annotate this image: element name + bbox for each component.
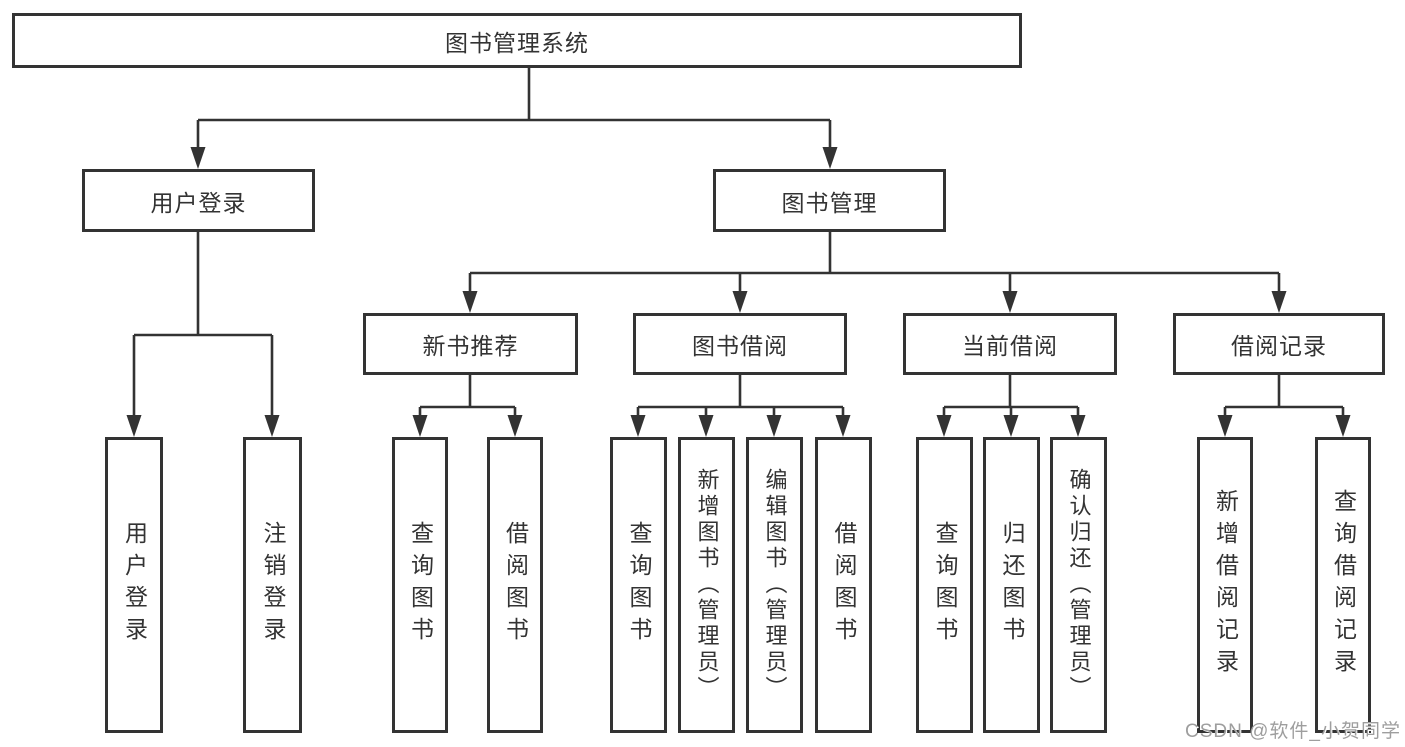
arrow-down-icon	[126, 415, 142, 437]
leaf-query-books-current: 查询图书	[916, 437, 973, 733]
connector-root-to-level2	[190, 68, 838, 169]
arrow-down-icon	[822, 147, 838, 169]
node-root: 图书管理系统	[12, 13, 1022, 68]
node-new-book-recommend: 新书推荐	[363, 313, 578, 375]
arrow-down-icon	[766, 415, 782, 437]
arrow-down-icon	[1271, 291, 1287, 313]
arrow-down-icon	[1002, 291, 1018, 313]
arrow-down-icon	[732, 291, 748, 313]
connector-book-management-to-level3	[462, 232, 1287, 313]
arrow-down-icon	[698, 415, 714, 437]
leaf-borrow-books-recommend: 借阅图书	[487, 437, 543, 733]
node-book-borrowing: 图书借阅	[633, 313, 847, 375]
arrow-down-icon	[630, 415, 646, 437]
leaf-confirm-return-admin: 确认归还（管理员）	[1050, 437, 1107, 733]
connector-new-book-recommend-to-leaves	[412, 375, 523, 437]
leaf-add-borrow-record: 新增借阅记录	[1197, 437, 1253, 733]
arrow-down-icon	[936, 415, 952, 437]
arrow-down-icon	[1335, 415, 1351, 437]
arrow-down-icon	[1003, 415, 1019, 437]
leaf-edit-books-admin: 编辑图书（管理员）	[746, 437, 803, 733]
node-current-borrowing: 当前借阅	[903, 313, 1117, 375]
leaf-return-books: 归还图书	[983, 437, 1040, 733]
node-user-login: 用户登录	[82, 169, 315, 232]
connector-current-borrowing-to-leaves	[936, 375, 1086, 437]
leaf-query-books-borrowing: 查询图书	[610, 437, 667, 733]
leaf-query-books-recommend: 查询图书	[392, 437, 448, 733]
leaf-add-books-admin: 新增图书（管理员）	[678, 437, 735, 733]
arrow-down-icon	[412, 415, 428, 437]
arrow-down-icon	[190, 147, 206, 169]
arrow-down-icon	[264, 415, 280, 437]
connector-book-borrowing-to-leaves	[630, 375, 851, 437]
arrow-down-icon	[1070, 415, 1086, 437]
leaf-borrow-books-borrowing: 借阅图书	[815, 437, 872, 733]
node-borrowing-records: 借阅记录	[1173, 313, 1385, 375]
leaf-logout: 注销登录	[243, 437, 302, 733]
arrow-down-icon	[835, 415, 851, 437]
leaf-query-borrow-record: 查询借阅记录	[1315, 437, 1371, 733]
leaf-user-login: 用户登录	[105, 437, 163, 733]
arrow-down-icon	[507, 415, 523, 437]
watermark: CSDN @软件_小贺同学	[1185, 721, 1401, 742]
arrow-down-icon	[1217, 415, 1233, 437]
arrow-down-icon	[462, 291, 478, 313]
connector-user-login-to-leaves	[126, 232, 280, 437]
node-book-management: 图书管理	[713, 169, 946, 232]
connector-borrowing-records-to-leaves	[1217, 375, 1351, 437]
